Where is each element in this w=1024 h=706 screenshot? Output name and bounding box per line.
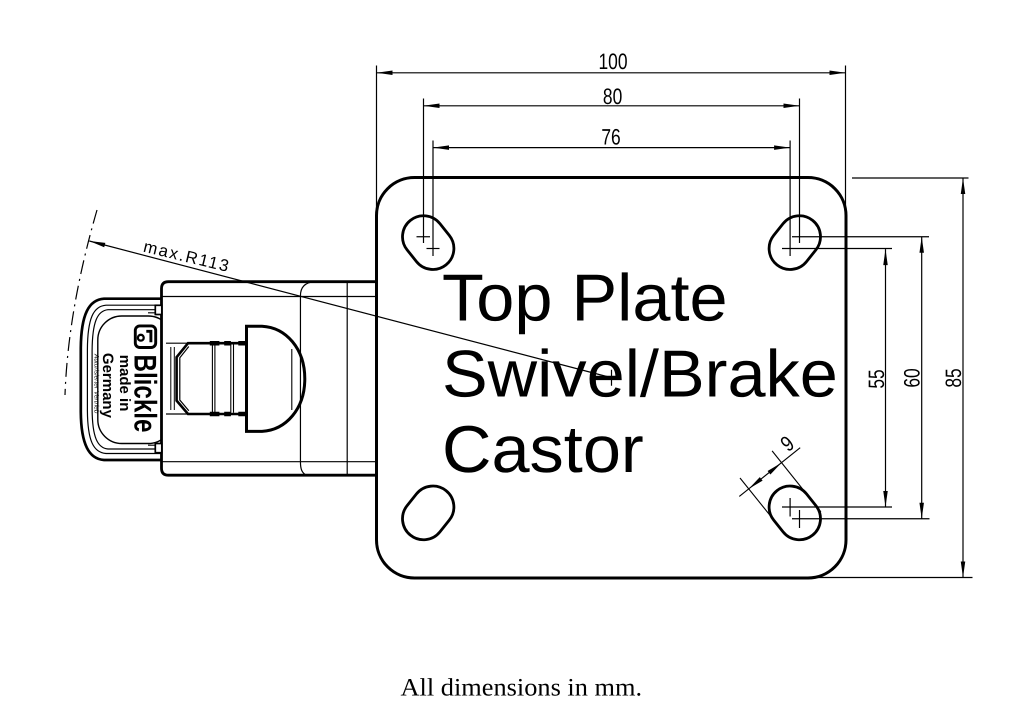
svg-text:All dimensions in mm.: All dimensions in mm. xyxy=(401,675,643,702)
svg-text:76: 76 xyxy=(601,125,620,150)
svg-text:max.R113: max.R113 xyxy=(142,237,233,276)
svg-text:100: 100 xyxy=(598,49,627,74)
svg-text:85: 85 xyxy=(941,368,966,387)
svg-text:Autorisierter Vertrieb: Autorisierter Vertrieb xyxy=(93,353,100,414)
svg-text:Top Plate: Top Plate xyxy=(442,262,728,336)
svg-text:Castor: Castor xyxy=(442,413,644,487)
svg-text:Blickle: Blickle xyxy=(128,355,163,433)
svg-text:Swivel/Brake: Swivel/Brake xyxy=(442,337,838,411)
svg-text:made in: made in xyxy=(116,355,133,412)
svg-text:55: 55 xyxy=(864,369,889,388)
svg-text:60: 60 xyxy=(899,368,924,387)
svg-text:Germany: Germany xyxy=(99,353,116,419)
svg-text:80: 80 xyxy=(603,84,622,109)
